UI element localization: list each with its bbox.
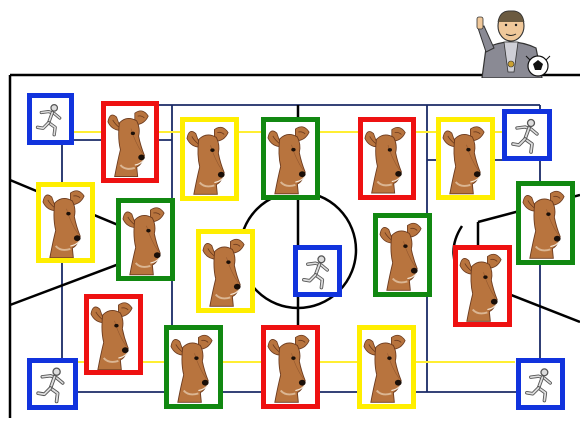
card-red-deer-3[interactable]: [453, 245, 512, 327]
deer-head-icon: [41, 187, 90, 258]
deer-head-icon: [441, 122, 490, 195]
card-green-deer-4[interactable]: [516, 181, 575, 265]
deer-head-icon: [201, 234, 250, 308]
card-yellow-deer-5[interactable]: [357, 325, 416, 409]
card-red-deer-2[interactable]: [358, 117, 416, 200]
card-yellow-deer-4[interactable]: [196, 229, 255, 313]
deer-head-icon: [106, 106, 154, 178]
deer-head-icon: [458, 250, 507, 322]
running-man-icon: [298, 250, 337, 292]
card-green-deer-5[interactable]: [164, 325, 223, 409]
running-man-icon: [32, 98, 69, 140]
card-blue-runner-3[interactable]: [293, 245, 342, 297]
card-blue-runner-1[interactable]: [27, 93, 74, 145]
deer-head-icon: [89, 299, 138, 370]
card-red-deer-5[interactable]: [261, 325, 320, 409]
card-yellow-deer-3[interactable]: [36, 182, 95, 263]
card-blue-runner-4[interactable]: [27, 358, 78, 410]
deer-head-icon: [521, 186, 570, 260]
deer-head-icon: [378, 218, 427, 292]
deer-head-icon: [363, 122, 411, 195]
card-green-deer-3[interactable]: [373, 213, 432, 297]
card-green-deer-2[interactable]: [116, 198, 175, 281]
deer-head-icon: [362, 330, 411, 404]
card-blue-runner-5[interactable]: [516, 358, 565, 410]
card-green-deer-1[interactable]: [261, 117, 320, 200]
card-yellow-deer-2[interactable]: [436, 117, 495, 200]
deer-head-icon: [169, 330, 218, 404]
deer-head-icon: [185, 122, 234, 196]
running-man-icon: [507, 114, 547, 156]
card-red-deer-1[interactable]: [101, 101, 159, 183]
card-red-deer-4[interactable]: [84, 294, 143, 375]
running-man-icon: [32, 363, 73, 405]
card-yellow-deer-1[interactable]: [180, 117, 239, 201]
deer-head-icon: [121, 203, 170, 276]
coach-with-ball-icon: [468, 2, 554, 78]
card-blue-runner-2[interactable]: [502, 109, 552, 161]
running-man-icon: [521, 363, 560, 405]
deer-head-icon: [266, 122, 315, 195]
deer-head-icon: [266, 330, 315, 404]
